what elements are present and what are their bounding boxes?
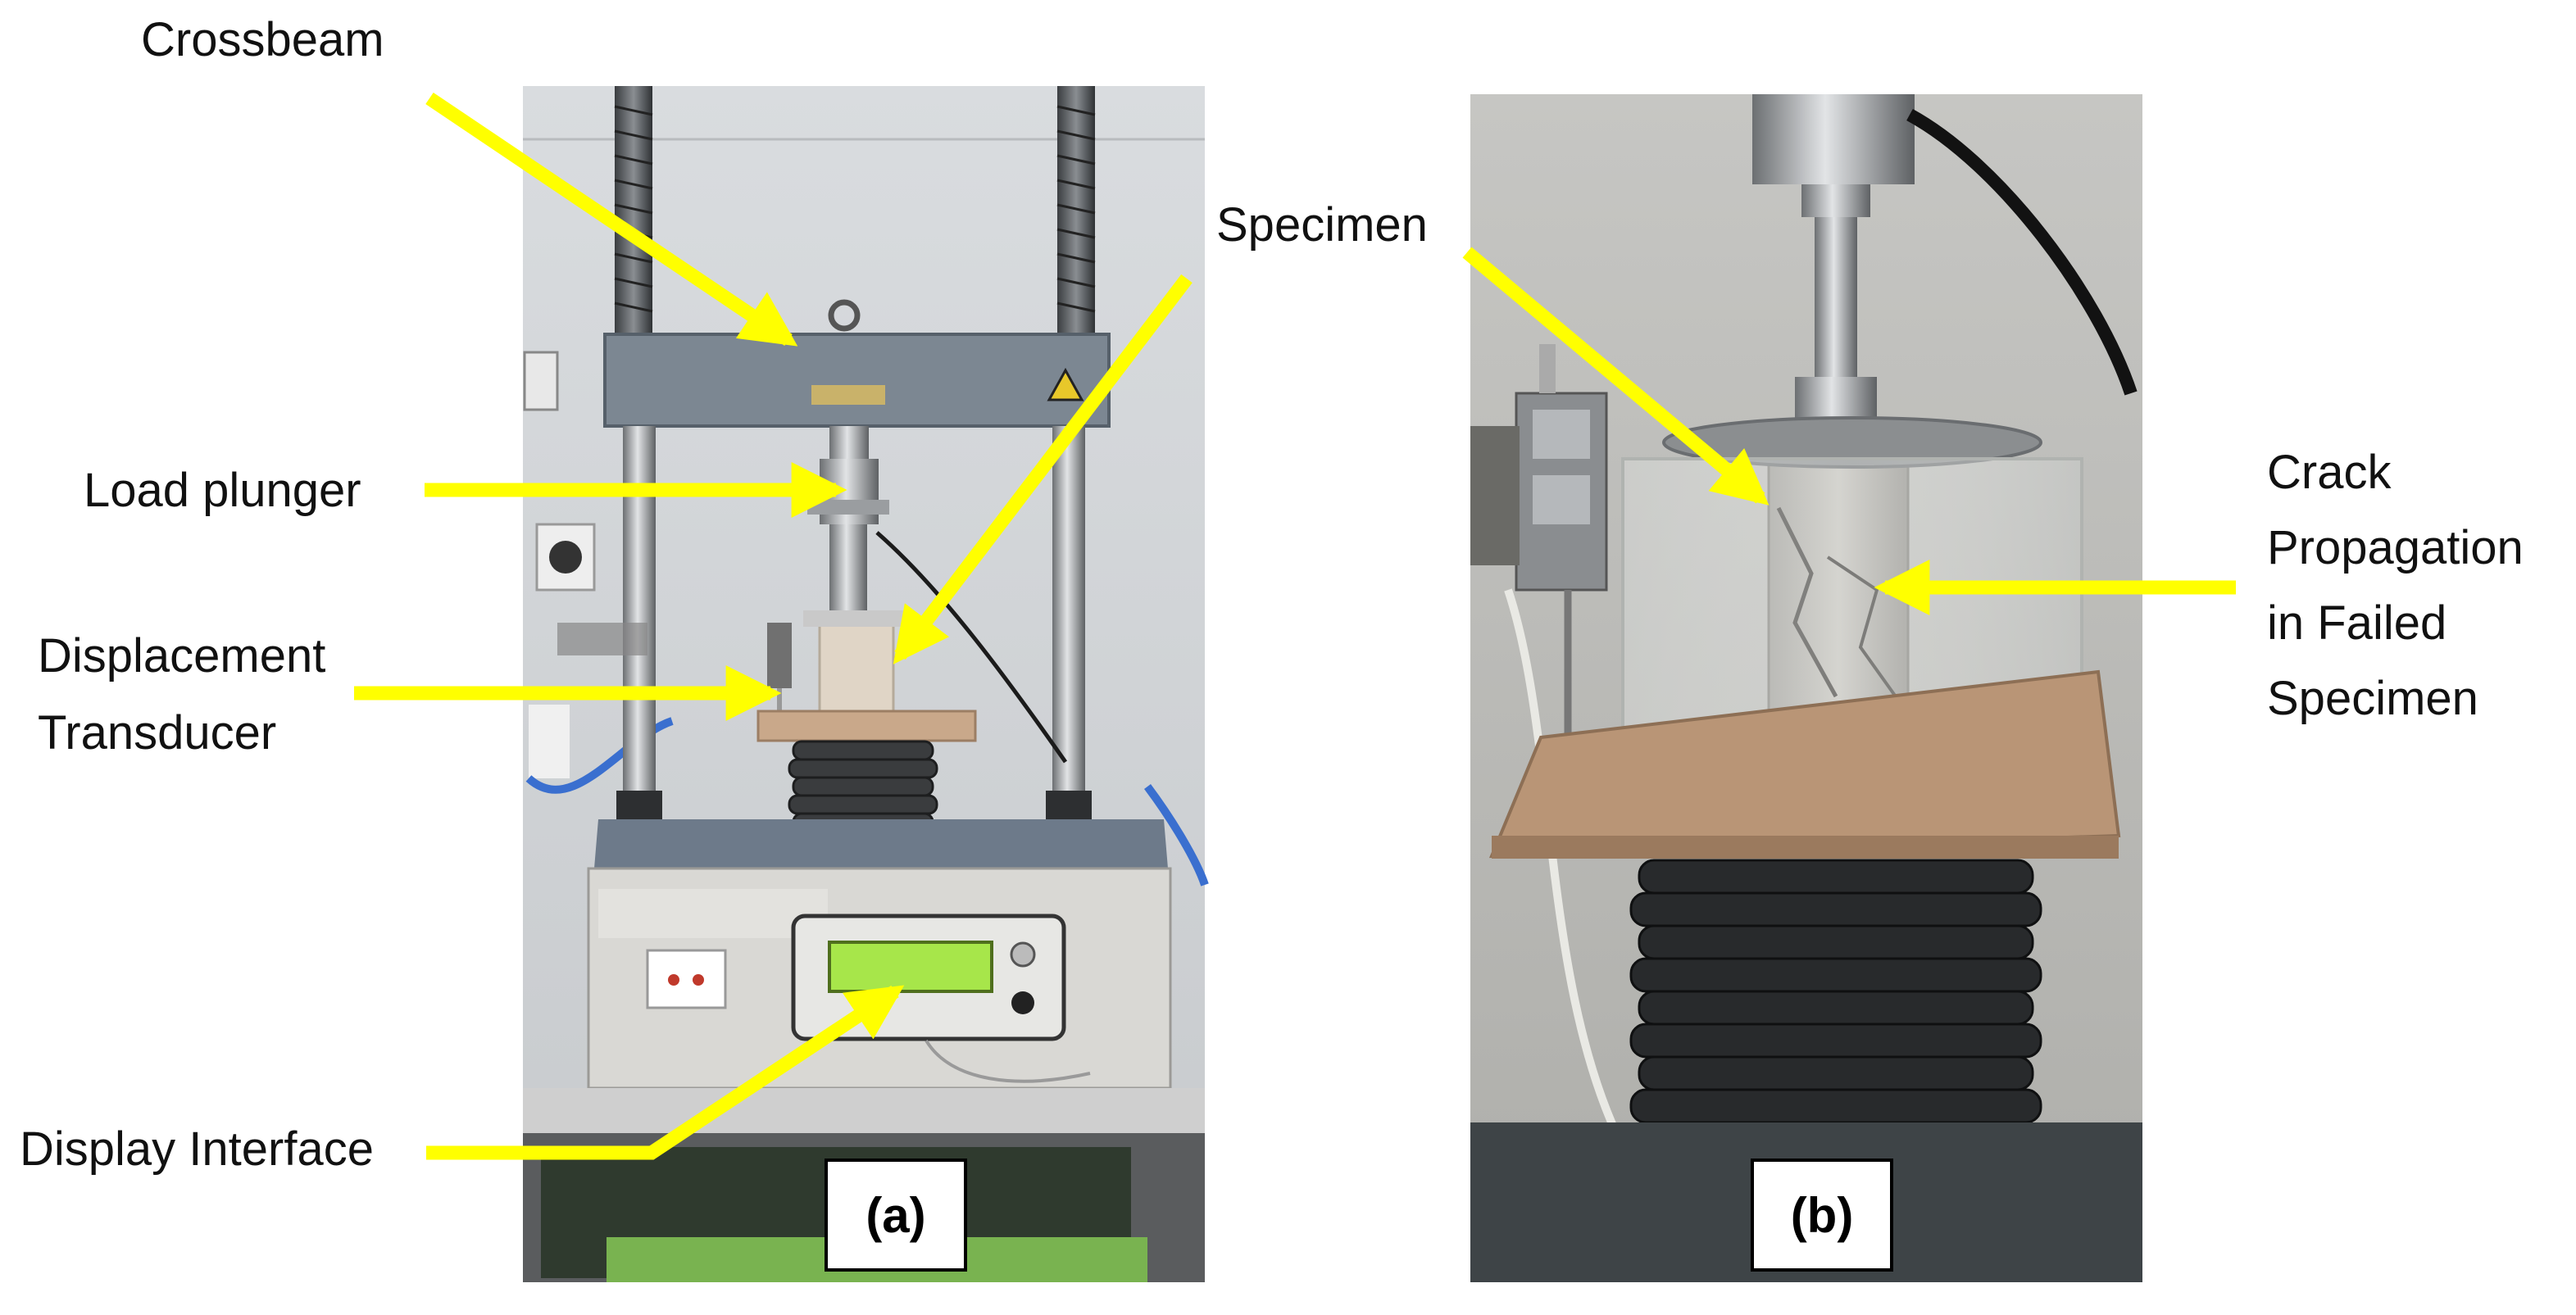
label-displacement: Displacement [38,629,326,682]
arrow-crossbeam [425,92,798,347]
arrow-specimen-b [1462,247,1770,506]
panel-tag-b: (b) [1751,1159,1893,1272]
label-load-plunger: Load plunger [84,464,361,517]
photo-panel-a [523,86,1209,1282]
label-propagation: Propagation [2267,521,2524,574]
label-in-failed: in Failed [2267,596,2447,650]
label-crossbeam: Crossbeam [141,13,384,66]
photo-panel-b [1470,94,2142,1283]
label-transducer: Transducer [38,706,277,760]
label-display-interface: Display Interface [20,1122,374,1176]
arrow-specimen-a [893,274,1193,664]
arrow-display-interface [426,985,905,1160]
panel-tag-a: (a) [825,1159,967,1272]
label-specimen-a: Specimen [1216,198,1428,252]
label-specimen-b: Specimen [2267,672,2478,725]
label-crack: Crack [2267,446,2392,499]
